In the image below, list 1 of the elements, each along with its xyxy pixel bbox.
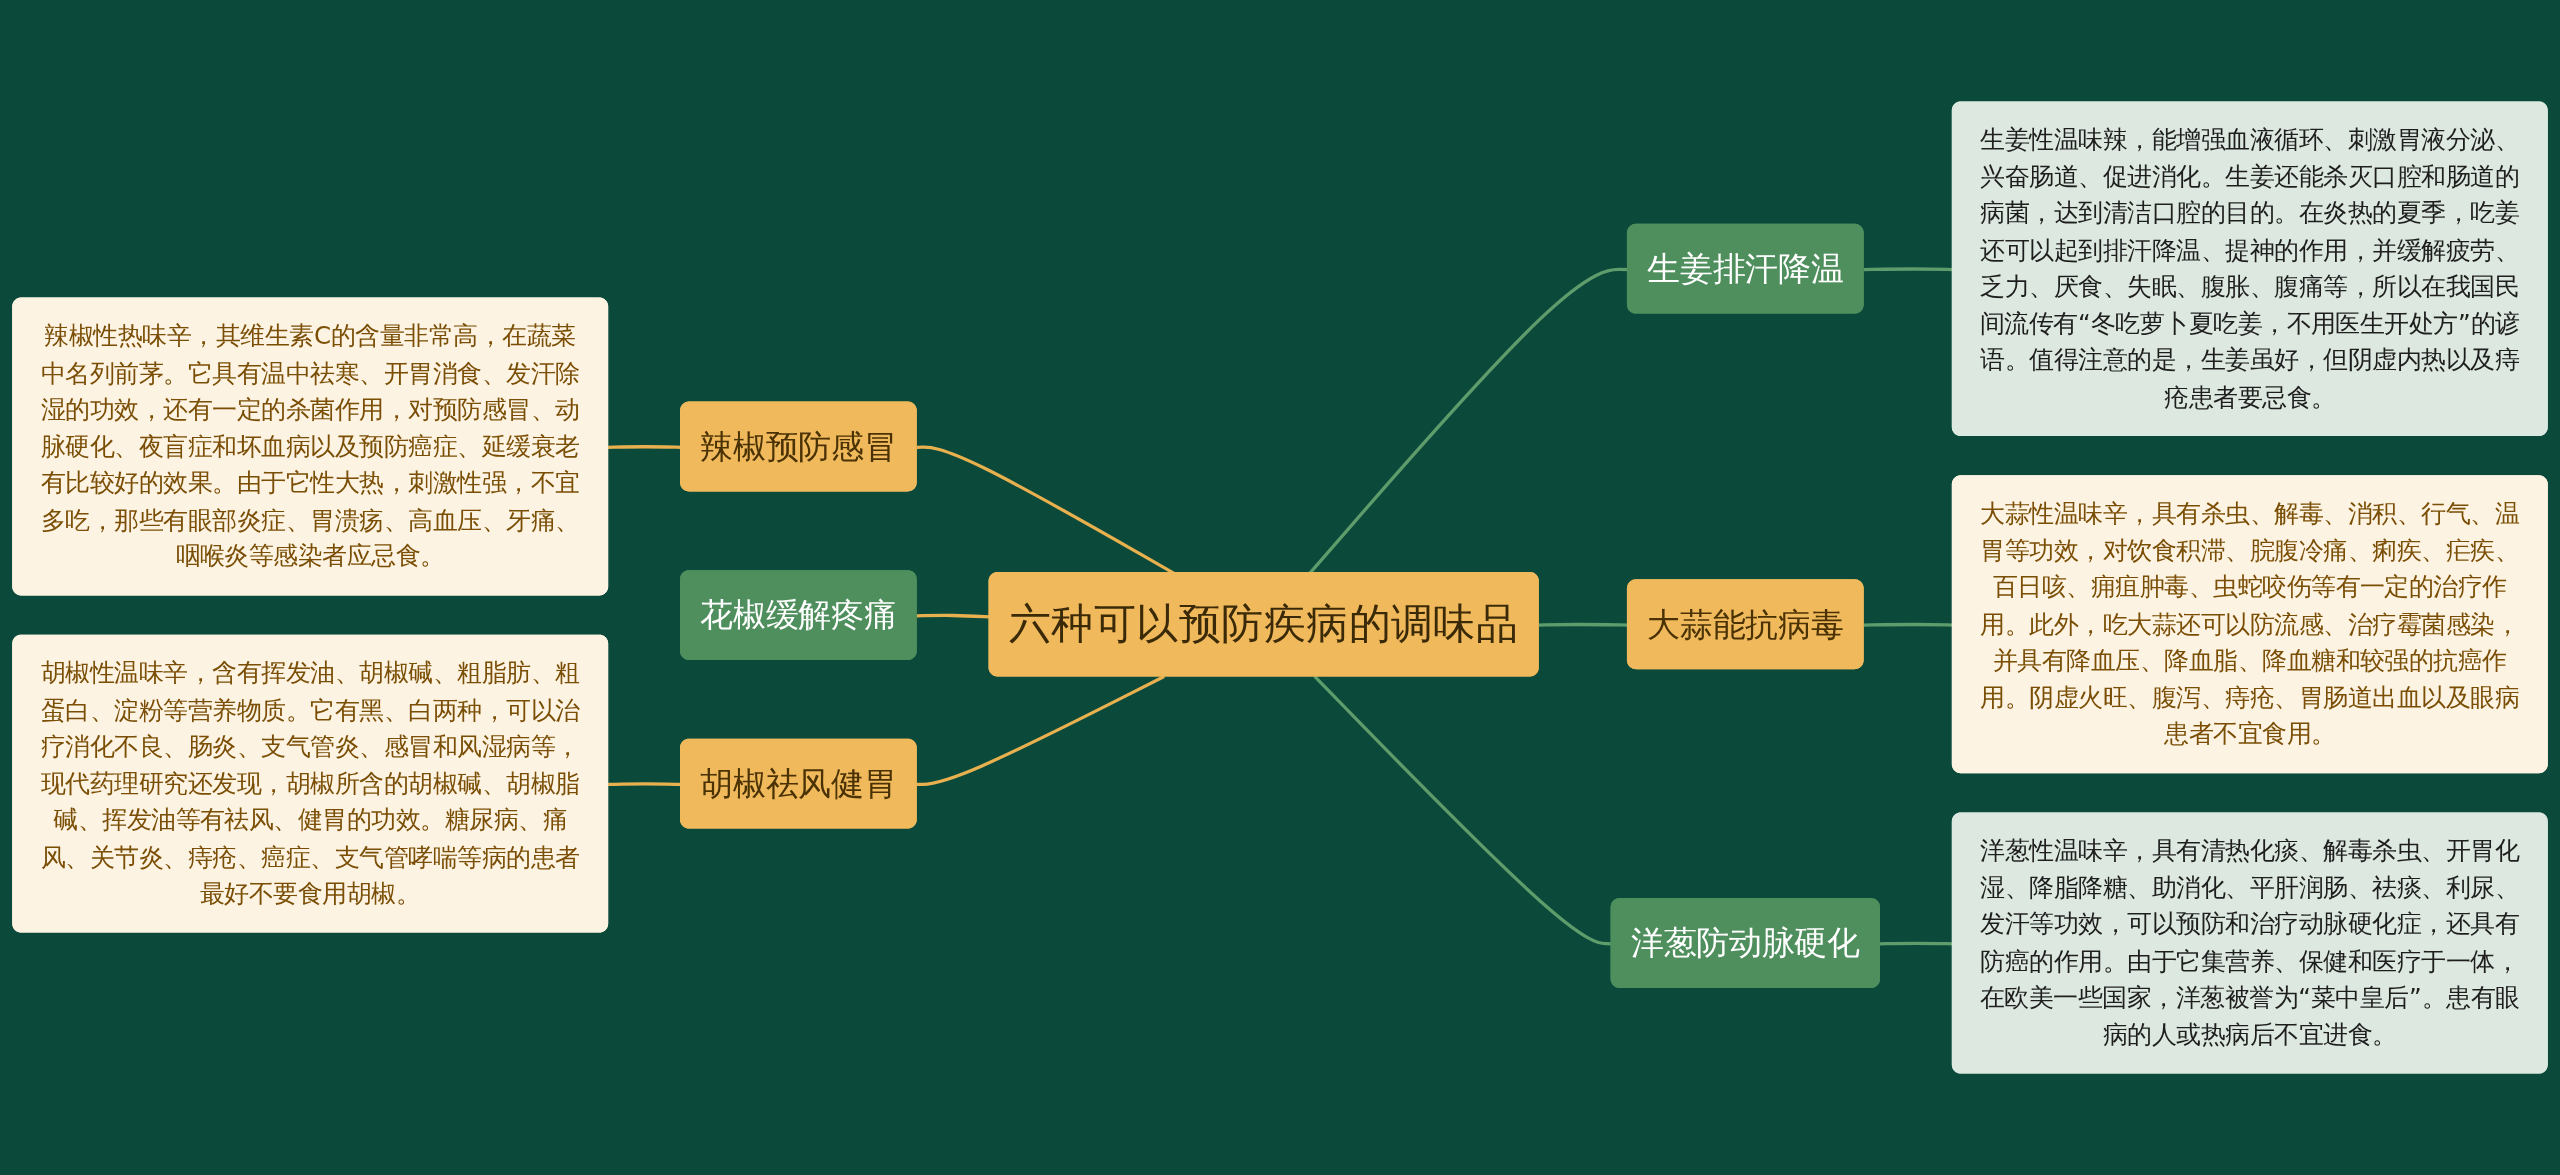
connector (916, 675, 1165, 787)
